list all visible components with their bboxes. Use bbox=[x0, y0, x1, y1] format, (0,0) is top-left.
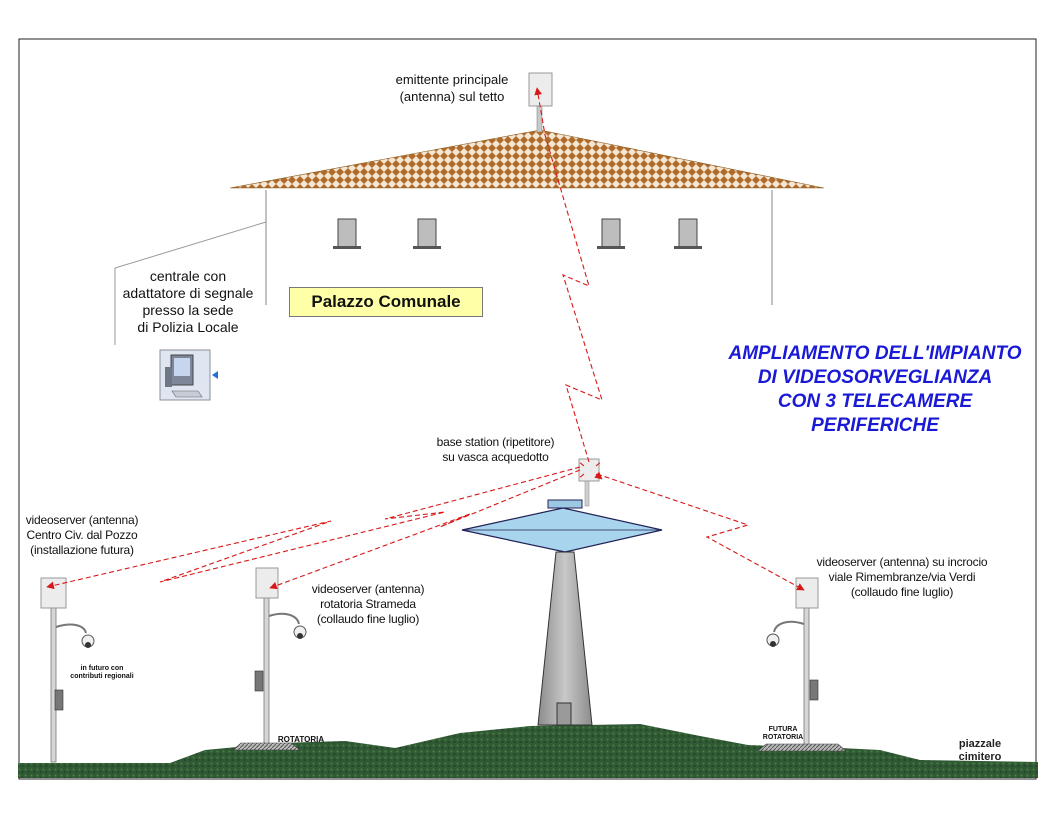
window bbox=[413, 218, 441, 249]
control-box bbox=[54, 689, 64, 711]
repeater-antenna-icon bbox=[578, 458, 600, 482]
antenna-box-icon bbox=[40, 577, 67, 609]
building-title: Palazzo Comunale bbox=[289, 287, 483, 317]
videoserver-mid-label: videoserver (antenna) rotatoria Strameda… bbox=[311, 582, 425, 626]
control-center bbox=[114, 221, 267, 401]
future-roundabout-base bbox=[757, 743, 847, 752]
signal-arrow-icon bbox=[212, 371, 218, 379]
roof bbox=[229, 129, 825, 189]
cemetery-label: piazzale cimitero bbox=[958, 738, 1002, 763]
futura-rotatoria-label: FUTURA ROTATORIA bbox=[762, 726, 804, 741]
link-repeater-to-right bbox=[596, 473, 805, 591]
radio-links bbox=[46, 87, 805, 591]
link-repeater-to-mid bbox=[269, 469, 581, 590]
repeater-mast bbox=[584, 479, 590, 507]
link-repeater-to-left bbox=[46, 466, 581, 590]
water-tower bbox=[461, 458, 663, 726]
camera-pole-right bbox=[757, 577, 847, 752]
roundabout-base bbox=[232, 742, 301, 751]
roof-mast bbox=[536, 105, 543, 133]
rotatoria-label: ROTATORIA bbox=[277, 735, 325, 744]
camera-pole-left bbox=[40, 577, 95, 763]
antenna-box-icon bbox=[255, 567, 279, 599]
ground-hill bbox=[18, 724, 1038, 778]
control-box bbox=[809, 679, 819, 701]
base-station-label: base station (ripetitore) su vasca acque… bbox=[436, 435, 555, 464]
tower-door bbox=[556, 702, 572, 726]
main-antenna-label: emittente principale (antenna) sul tetto bbox=[395, 72, 509, 104]
diagram-headline: AMPLIAMENTO DELL'IMPIANTO DI VIDEOSORVEG… bbox=[728, 343, 1022, 436]
future-note-label: in futuro con contributi regionali bbox=[70, 665, 134, 680]
camera-pole-mid bbox=[232, 567, 307, 751]
main-antenna-icon bbox=[528, 72, 553, 107]
control-box bbox=[254, 670, 264, 692]
videoserver-left-label: videoserver (antenna) Centro Civ. dal Po… bbox=[25, 513, 139, 557]
window bbox=[674, 218, 702, 249]
page-frame bbox=[18, 38, 1037, 780]
window bbox=[597, 218, 625, 249]
window bbox=[333, 218, 361, 249]
control-center-label: centrale con adattatore di segnale press… bbox=[122, 268, 254, 335]
link-repeater-to-main bbox=[534, 87, 603, 463]
town-hall-building bbox=[229, 72, 825, 305]
videoserver-right-label: videoserver (antenna) su incrocio viale … bbox=[816, 555, 988, 599]
